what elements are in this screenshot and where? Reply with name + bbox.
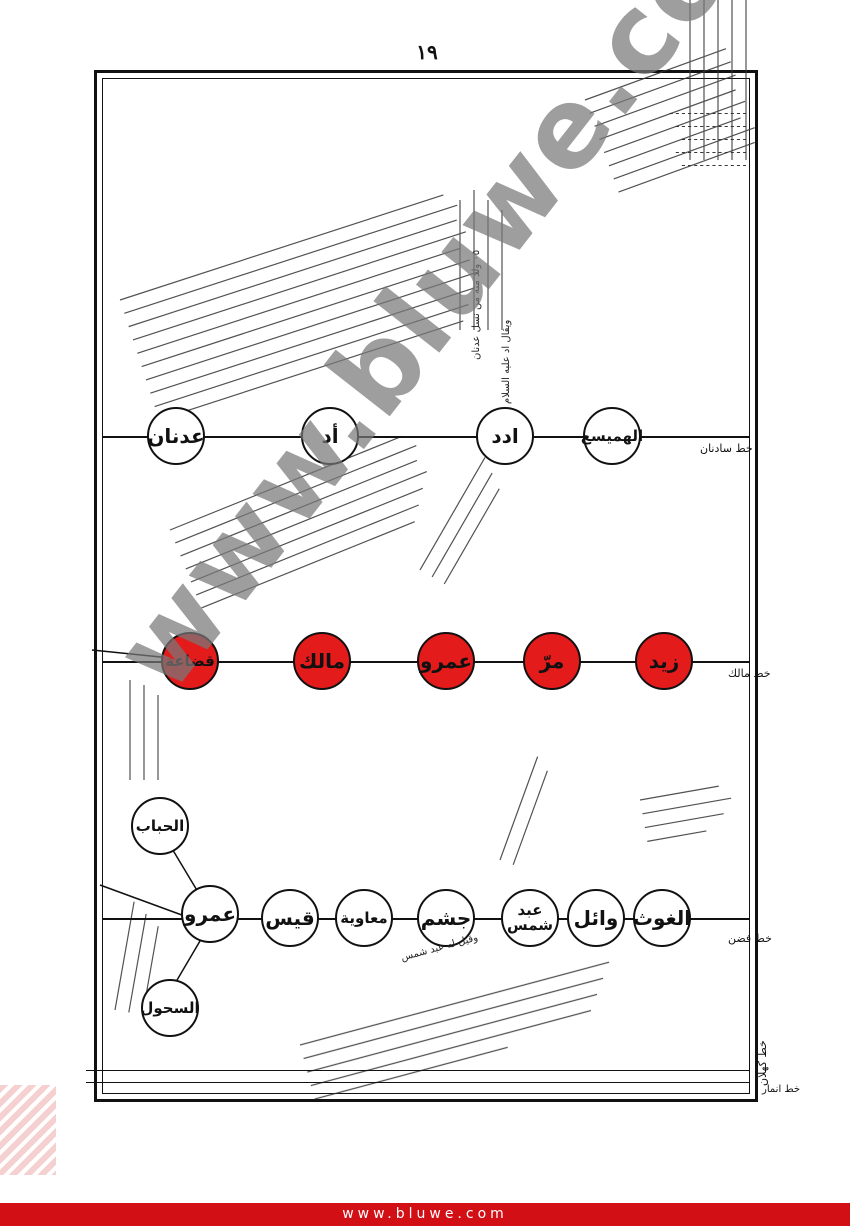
page-number: ١٩ xyxy=(416,40,438,64)
node-murr: مرّ xyxy=(523,632,581,690)
handwriting-block-f xyxy=(419,457,500,585)
handwriting-block-b xyxy=(689,0,747,160)
node-wail: وائل xyxy=(567,889,625,947)
node-ad: أد xyxy=(301,407,359,465)
node-muawiya: معاوية xyxy=(335,889,393,947)
node-alsahul: السحول xyxy=(140,979,200,1037)
node-qays: قيس xyxy=(261,889,319,947)
inner-frame xyxy=(102,78,750,1094)
node-jusham: جشم xyxy=(417,889,475,947)
node-abd-shams: عبد شمس xyxy=(501,889,559,947)
note-adnan-line: ٠٥ ولد منه من نسل عدنان xyxy=(471,250,482,361)
handwriting-block-c xyxy=(119,194,480,421)
node-adnan: عدنان xyxy=(147,407,205,465)
row4-label: خط كهلان xyxy=(756,1040,769,1086)
node-qudaa: قضاعة xyxy=(161,632,219,690)
row4-line xyxy=(86,1070,750,1071)
corner-logo xyxy=(0,1085,56,1175)
row1-line xyxy=(102,436,750,438)
node-zaid: زيد xyxy=(635,632,693,690)
node-alghawth: الغوث xyxy=(633,889,691,947)
note-ad: ويقال اد عليه السلام xyxy=(501,320,512,405)
footer-bar: www.bluwe.com xyxy=(0,1203,850,1226)
row2-label: خط مالك xyxy=(728,667,771,680)
node-alhubab: الحباب xyxy=(131,797,189,855)
handwriting-block-h xyxy=(639,785,732,842)
outer-frame xyxy=(94,70,758,1102)
row1-label: خط سادنان xyxy=(700,442,753,455)
handwriting-block-g xyxy=(129,680,159,780)
handwriting-block-d xyxy=(459,190,503,330)
node-malik: مالك xyxy=(293,632,351,690)
handwriting-block-e xyxy=(169,435,428,609)
row5-label: خط انمار xyxy=(762,1084,801,1095)
footer-link[interactable]: www.bluwe.com xyxy=(342,1206,508,1222)
row3-label: خط فضن xyxy=(728,932,772,945)
handwriting-block-j xyxy=(299,961,610,1100)
node-amr-red: عمرو xyxy=(417,632,475,690)
handwriting-block-a xyxy=(584,48,755,193)
node-udad: ادد xyxy=(476,407,534,465)
row5-line xyxy=(86,1082,750,1083)
node-alhamaysa: الهميسع xyxy=(581,407,643,465)
handwriting-block-i xyxy=(499,756,548,865)
node-amr: عمرو xyxy=(181,885,239,943)
